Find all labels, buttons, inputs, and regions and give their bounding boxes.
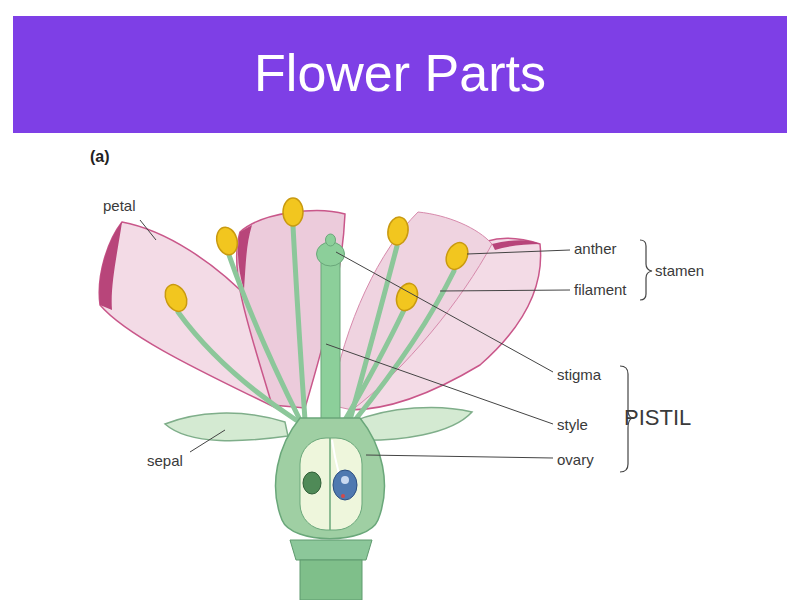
leader-line <box>140 220 156 240</box>
part-name: sepal <box>147 452 183 469</box>
leader-line <box>190 430 225 452</box>
figure-letter: (a) <box>90 148 110 166</box>
ovule-shape <box>333 470 357 500</box>
petal-edge <box>492 240 540 250</box>
ovary-shape <box>276 418 385 539</box>
style-shape <box>321 255 340 430</box>
egg-cell <box>341 494 345 498</box>
part-name: style <box>557 416 588 433</box>
egg-cell <box>341 476 349 484</box>
stem-shape <box>300 560 362 600</box>
anther-shape <box>283 198 303 226</box>
title-banner <box>13 16 787 133</box>
leader-line <box>467 250 570 254</box>
ovary-chamber <box>300 438 362 530</box>
part-name: stigma <box>557 366 601 383</box>
filament-shape <box>293 226 305 420</box>
filament-shape <box>345 310 404 420</box>
bracket <box>640 240 652 300</box>
stigma-shape <box>326 234 336 246</box>
leader-line <box>336 252 553 372</box>
sepal-shape <box>165 413 288 441</box>
title-text: Flower Parts <box>13 44 787 104</box>
leader-line <box>440 290 570 291</box>
ovule-shape <box>303 472 321 494</box>
anther-shape <box>214 225 241 257</box>
filament-shape <box>355 271 454 420</box>
leader-line <box>326 344 553 424</box>
petal-shape <box>330 212 492 410</box>
anther-shape <box>161 281 191 315</box>
group-name: stamen <box>655 262 704 279</box>
leader-line <box>366 455 553 458</box>
filament-shape <box>178 312 296 420</box>
ovary-wall <box>329 438 331 530</box>
part-name: anther <box>574 240 617 257</box>
part-name: petal <box>103 197 136 214</box>
petal-edge <box>99 222 122 310</box>
receptacle-shape <box>290 540 372 560</box>
group-name: PISTIL <box>624 405 691 430</box>
anther-shape <box>386 215 411 246</box>
part-name: ovary <box>557 451 594 468</box>
part-name: filament <box>574 281 627 298</box>
anther-shape <box>442 239 472 273</box>
